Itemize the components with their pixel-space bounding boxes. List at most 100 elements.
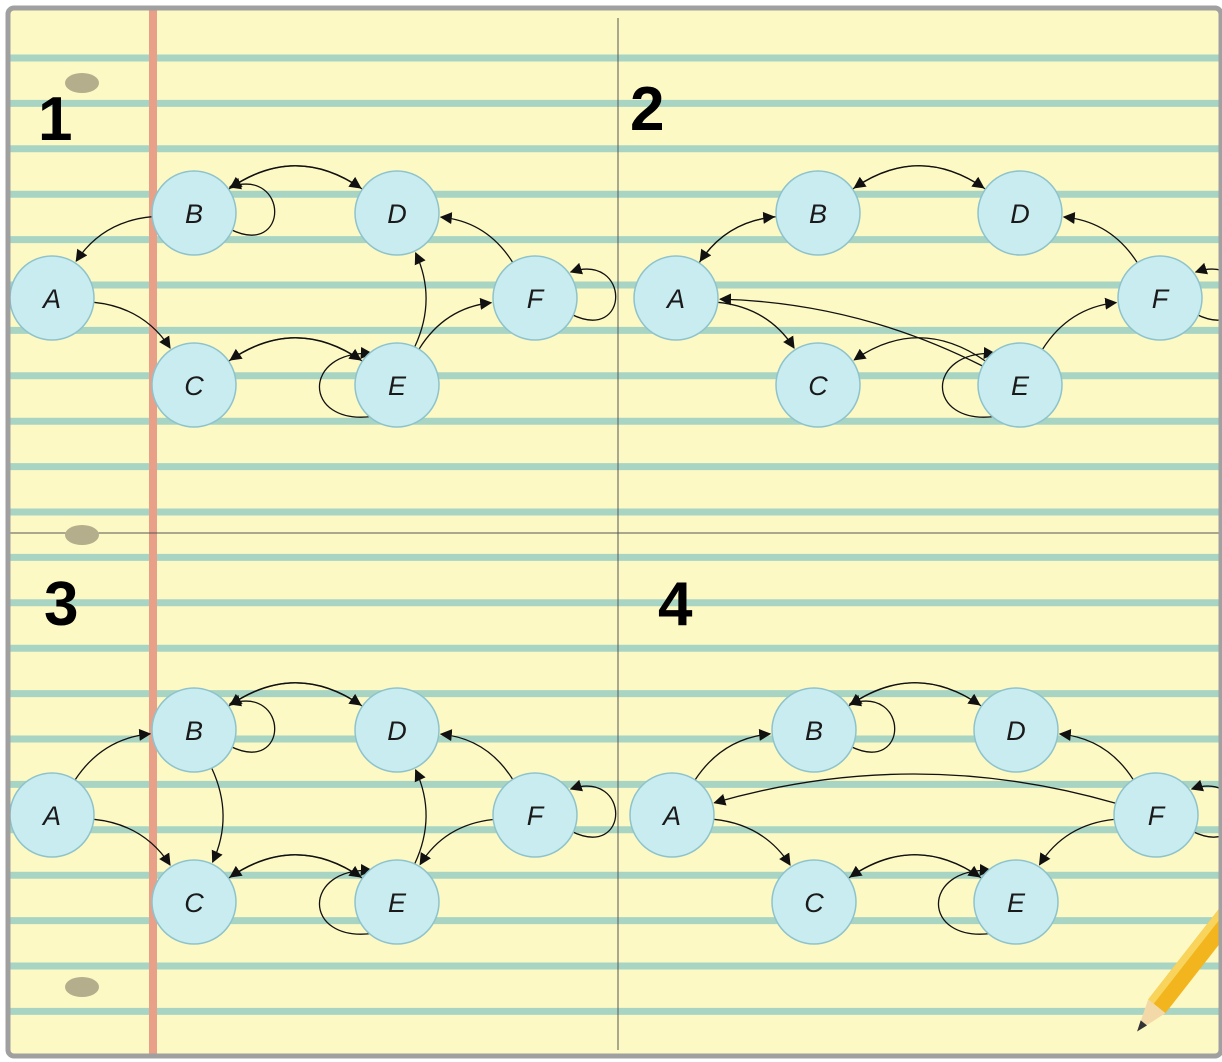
node-label: A bbox=[665, 284, 685, 314]
node-label: A bbox=[661, 801, 681, 831]
graph-panel-4: 4A B C DE F bbox=[629, 570, 1222, 945]
node-E: E bbox=[973, 859, 1059, 945]
node-B: B bbox=[771, 687, 857, 773]
node-label: C bbox=[804, 888, 824, 918]
node-label: F bbox=[1152, 284, 1170, 314]
node-circle bbox=[775, 170, 861, 256]
edge-A-to-B bbox=[74, 728, 152, 781]
edge-B-to-C bbox=[211, 767, 224, 864]
node-circle bbox=[1117, 255, 1203, 341]
node-E: E bbox=[977, 342, 1063, 428]
edge-E-to-D bbox=[414, 251, 427, 348]
graph-panel-3: 3A B C D E F bbox=[9, 570, 617, 945]
node-C: C bbox=[151, 859, 237, 945]
punch-holes bbox=[65, 73, 99, 997]
edge-B-to-B bbox=[228, 177, 276, 236]
node-D: D bbox=[977, 170, 1063, 256]
node-label: E bbox=[388, 888, 407, 918]
edge-D-to-B bbox=[229, 165, 363, 190]
edge-E-to-D bbox=[414, 768, 427, 865]
edge-E-to-C bbox=[229, 854, 363, 879]
node-F: F bbox=[1113, 772, 1199, 858]
node-label: B bbox=[805, 716, 823, 746]
edge-A-to-C bbox=[713, 818, 791, 866]
node-D: D bbox=[973, 687, 1059, 773]
edge-E-to-F bbox=[1041, 297, 1118, 350]
node-label: B bbox=[185, 199, 203, 229]
panel-number: 2 bbox=[630, 75, 664, 144]
paper-background bbox=[8, 8, 1222, 1056]
node-circle bbox=[633, 255, 719, 341]
node-circle bbox=[771, 687, 857, 773]
edge-F-to-D bbox=[1062, 212, 1138, 264]
panel-number: 3 bbox=[44, 570, 78, 639]
edge-B-to-A bbox=[75, 216, 153, 263]
node-circle bbox=[492, 255, 578, 341]
node-D: D bbox=[354, 687, 440, 773]
node-circle bbox=[354, 170, 440, 256]
pencil-icon bbox=[1137, 905, 1222, 1032]
node-label: D bbox=[387, 199, 407, 229]
page-frame bbox=[5, 5, 1222, 1059]
edge-F-to-F bbox=[569, 779, 617, 838]
edge-D-to-B bbox=[853, 165, 986, 190]
edges bbox=[74, 682, 617, 935]
edge-F-to-F bbox=[1190, 779, 1222, 838]
node-A: A bbox=[633, 255, 719, 341]
edge-E-to-E bbox=[938, 863, 992, 935]
node-circle bbox=[973, 687, 1059, 773]
node-label: E bbox=[388, 371, 407, 401]
node-B: B bbox=[775, 170, 861, 256]
node-circle bbox=[354, 342, 440, 428]
node-A: A bbox=[9, 255, 95, 341]
node-circle bbox=[354, 687, 440, 773]
edge-E-to-C bbox=[229, 337, 363, 362]
node-C: C bbox=[771, 859, 857, 945]
punch-hole-icon bbox=[65, 977, 99, 997]
node-circle bbox=[977, 342, 1063, 428]
edge-F-to-E bbox=[419, 818, 494, 866]
node-label: D bbox=[387, 716, 407, 746]
edge-E-to-A bbox=[719, 293, 983, 367]
node-circle bbox=[1113, 772, 1199, 858]
edge-F-to-A bbox=[713, 773, 1116, 806]
edge-D-to-B bbox=[849, 682, 982, 707]
edge-B-to-B bbox=[228, 694, 276, 753]
edges bbox=[698, 165, 1222, 418]
edges bbox=[694, 682, 1222, 935]
edge-F-to-D bbox=[439, 212, 514, 263]
edge-F-to-D bbox=[439, 729, 514, 780]
panel-number: 1 bbox=[38, 85, 72, 154]
node-label: E bbox=[1011, 371, 1030, 401]
node-C: C bbox=[151, 342, 237, 428]
nodes: A B C D E F bbox=[9, 687, 578, 945]
node-label: A bbox=[41, 284, 61, 314]
edge-D-to-B bbox=[229, 682, 363, 707]
node-circle bbox=[973, 859, 1059, 945]
node-circle bbox=[151, 687, 237, 773]
node-label: C bbox=[184, 888, 204, 918]
node-circle bbox=[492, 772, 578, 858]
node-label: A bbox=[41, 801, 61, 831]
node-A: A bbox=[9, 772, 95, 858]
panel-number: 4 bbox=[658, 570, 693, 639]
node-label: C bbox=[184, 371, 204, 401]
edge-E-to-E bbox=[319, 346, 373, 418]
node-B: B bbox=[151, 687, 237, 773]
edges bbox=[75, 165, 617, 418]
node-label: B bbox=[809, 199, 827, 229]
node-circle bbox=[151, 170, 237, 256]
edge-E-to-C bbox=[849, 854, 982, 879]
node-F: F bbox=[492, 772, 578, 858]
edge-E-to-E bbox=[319, 863, 373, 935]
node-label: B bbox=[185, 716, 203, 746]
node-circle bbox=[775, 342, 861, 428]
node-B: B bbox=[151, 170, 237, 256]
node-A: A bbox=[629, 772, 715, 858]
node-D: D bbox=[354, 170, 440, 256]
node-label: F bbox=[1148, 801, 1166, 831]
node-C: C bbox=[775, 342, 861, 428]
